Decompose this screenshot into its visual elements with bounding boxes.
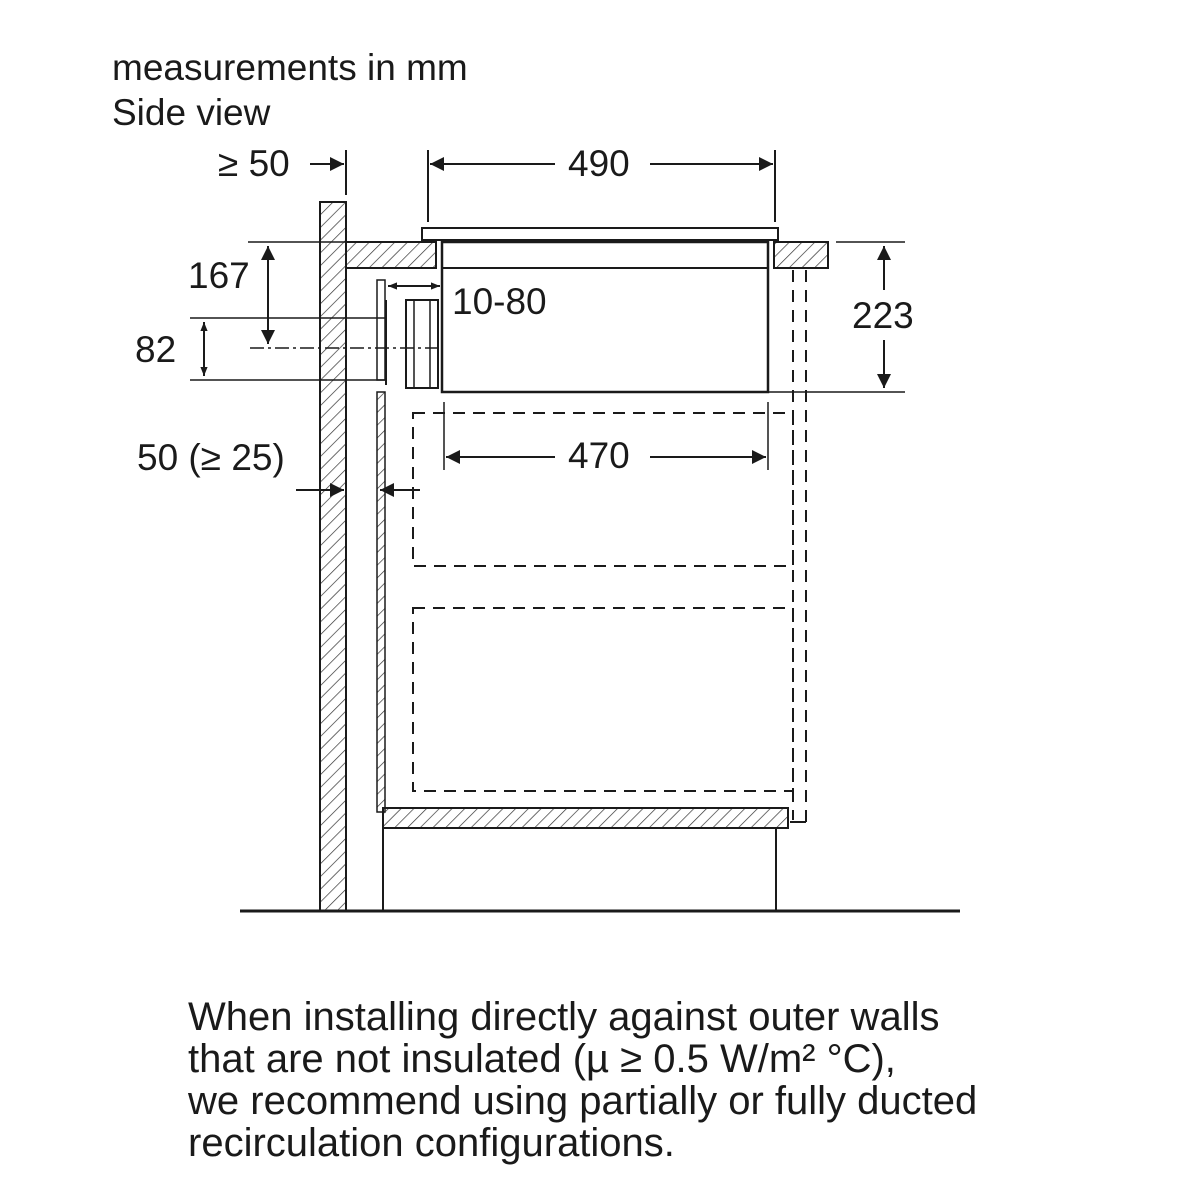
height-167-label: 167 [188, 255, 250, 296]
height-82-label: 82 [135, 329, 176, 370]
worktop-right [773, 241, 829, 269]
depth-470-label: 470 [568, 435, 630, 476]
note-line-2: that are not insulated (µ ≥ 0.5 W/m² °C)… [188, 1037, 896, 1081]
drawer-lower [412, 607, 794, 792]
hob-width-label: 490 [568, 143, 630, 184]
wall-gap-side-label: 50 (≥ 25) [137, 437, 285, 478]
view-label: Side view [112, 92, 271, 133]
duct-connector [405, 299, 439, 389]
note-line-3: we recommend using partially or fully du… [188, 1079, 978, 1123]
worktop-left [345, 241, 437, 269]
cabinet-back-panel [376, 391, 386, 813]
wall [319, 201, 347, 912]
hob-glass [421, 227, 779, 241]
note-line-1: When installing directly against outer w… [188, 995, 940, 1039]
cabinet-base [382, 807, 789, 829]
installation-note: When installing directly against outer w… [188, 996, 1088, 1164]
wall-gap-top-label: ≥ 50 [218, 143, 290, 184]
note-line-4: recirculation configurations. [188, 1121, 675, 1165]
units-label: measurements in mm [112, 47, 468, 88]
height-223-label: 223 [852, 295, 914, 336]
range-10-80-label: 10-80 [452, 281, 547, 322]
